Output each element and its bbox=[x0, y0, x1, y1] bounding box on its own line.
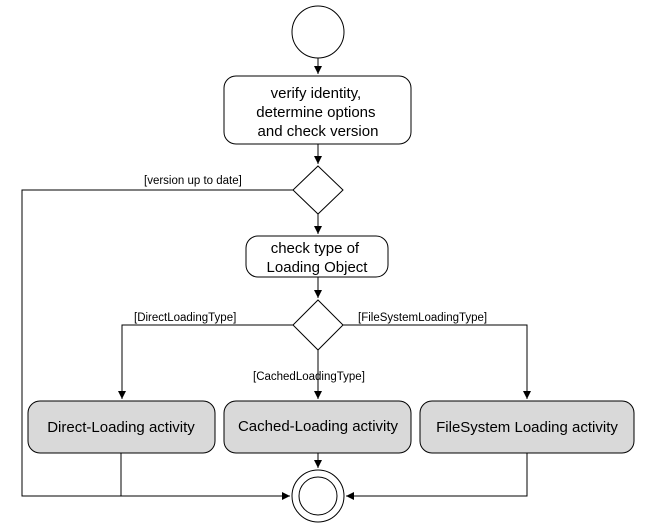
activity-filesystem-loading: FileSystem Loading activity bbox=[419, 400, 635, 454]
action-verify-line-3: and check version bbox=[258, 123, 379, 140]
guard-filesystem-loading-type: [FileSystemLoadingType] bbox=[358, 312, 487, 324]
activity-filesystem-loading-label: FileSystem Loading activity bbox=[436, 419, 618, 436]
activity-direct-loading-label: Direct-Loading activity bbox=[47, 419, 195, 436]
final-node bbox=[291, 469, 345, 523]
decision-version-check bbox=[292, 165, 344, 215]
guard-direct-loading-type: [DirectLoadingType] bbox=[134, 312, 236, 324]
edge-decision-to-direct bbox=[118, 324, 293, 399]
svg-text:check type of Loading Ob: check type of Loading Object bbox=[267, 240, 369, 276]
action-verify-line-1: verify identity, bbox=[271, 85, 362, 102]
action-check-type-box bbox=[245, 235, 389, 278]
decision-loading-type bbox=[292, 299, 344, 351]
guard-cached-loading-type: [CachedLoadingType] bbox=[253, 371, 365, 383]
final-node-inner bbox=[298, 476, 338, 516]
action-check-type: check type of Loading Object bbox=[245, 235, 389, 278]
edge-direct-to-final bbox=[120, 453, 290, 497]
activity-direct-loading: Direct-Loading activity bbox=[27, 400, 216, 454]
activity-cached-loading-label: Cached-Loading activity bbox=[238, 418, 399, 435]
action-check-type-line-2: Loading Object bbox=[267, 259, 369, 276]
action-verify-identity: verify identity, determine options and c… bbox=[223, 75, 412, 145]
initial-node bbox=[291, 5, 345, 59]
action-verify-line-2: determine options bbox=[256, 104, 375, 121]
edge-filesystem-to-final bbox=[346, 453, 528, 500]
edge-decision-to-filesystem bbox=[343, 324, 531, 399]
svg-text:verify identity, determi: verify identity, determine options and c… bbox=[256, 85, 379, 140]
action-check-type-line-1: check type of bbox=[271, 240, 360, 257]
guard-version-up-to-date: [version up to date] bbox=[144, 175, 242, 187]
activity-cached-loading: Cached-Loading activity bbox=[223, 400, 412, 454]
